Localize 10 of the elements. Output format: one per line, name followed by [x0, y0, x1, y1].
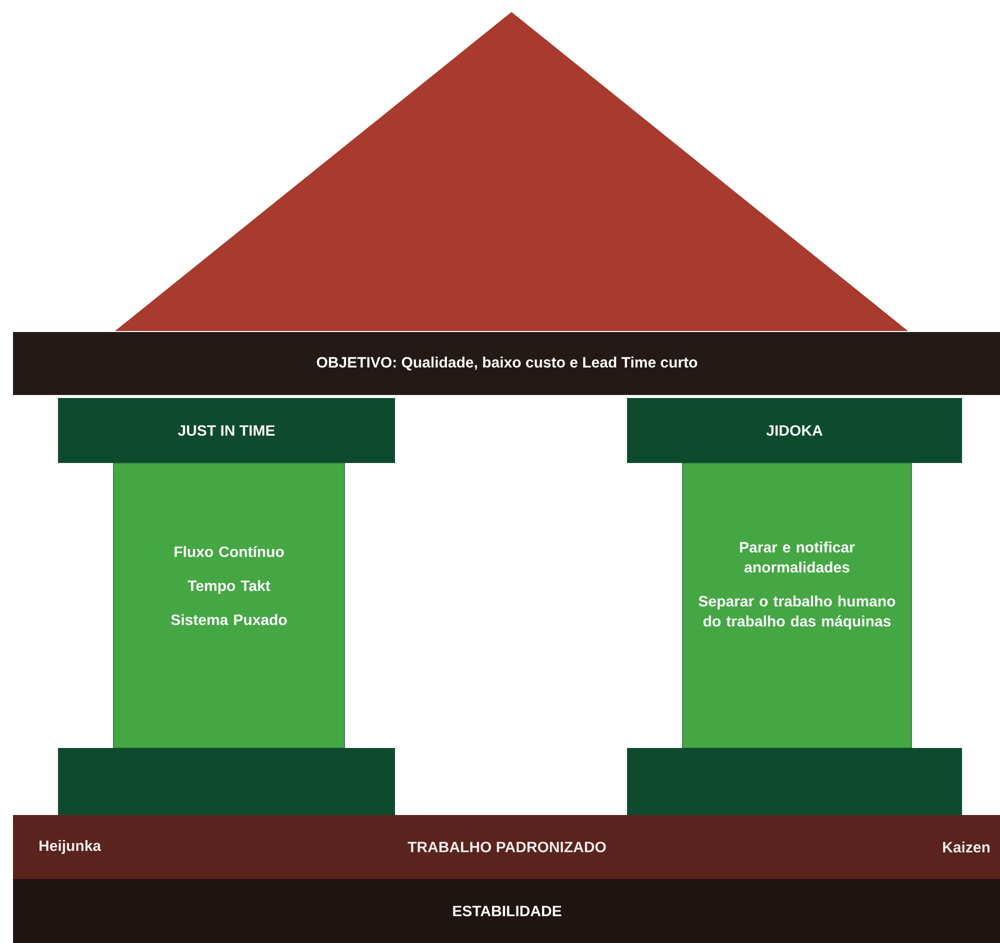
pillar-capital: JIDOKA [627, 398, 962, 463]
pillar-capital: JUST IN TIME [58, 398, 395, 463]
pillar-base [627, 748, 962, 815]
pillar-shaft: Parar e notificar anormalidades Separar o trabalho humano do trabalho das máquinas [682, 462, 912, 748]
pillar-base [58, 748, 395, 815]
pillar-shaft: Fluxo Contínuo Tempo Takt Sistema Puxado [113, 462, 345, 748]
beam-bar: OBJETIVO: Qualidade, baixo custo e Lead Time curto [13, 332, 1000, 395]
foundation-band: ESTABILIDADE [13, 879, 1000, 943]
foundation-band: Heijunka TRABALHO PADRONIZADO Kaizen [13, 815, 1000, 879]
roof [115, 12, 908, 331]
